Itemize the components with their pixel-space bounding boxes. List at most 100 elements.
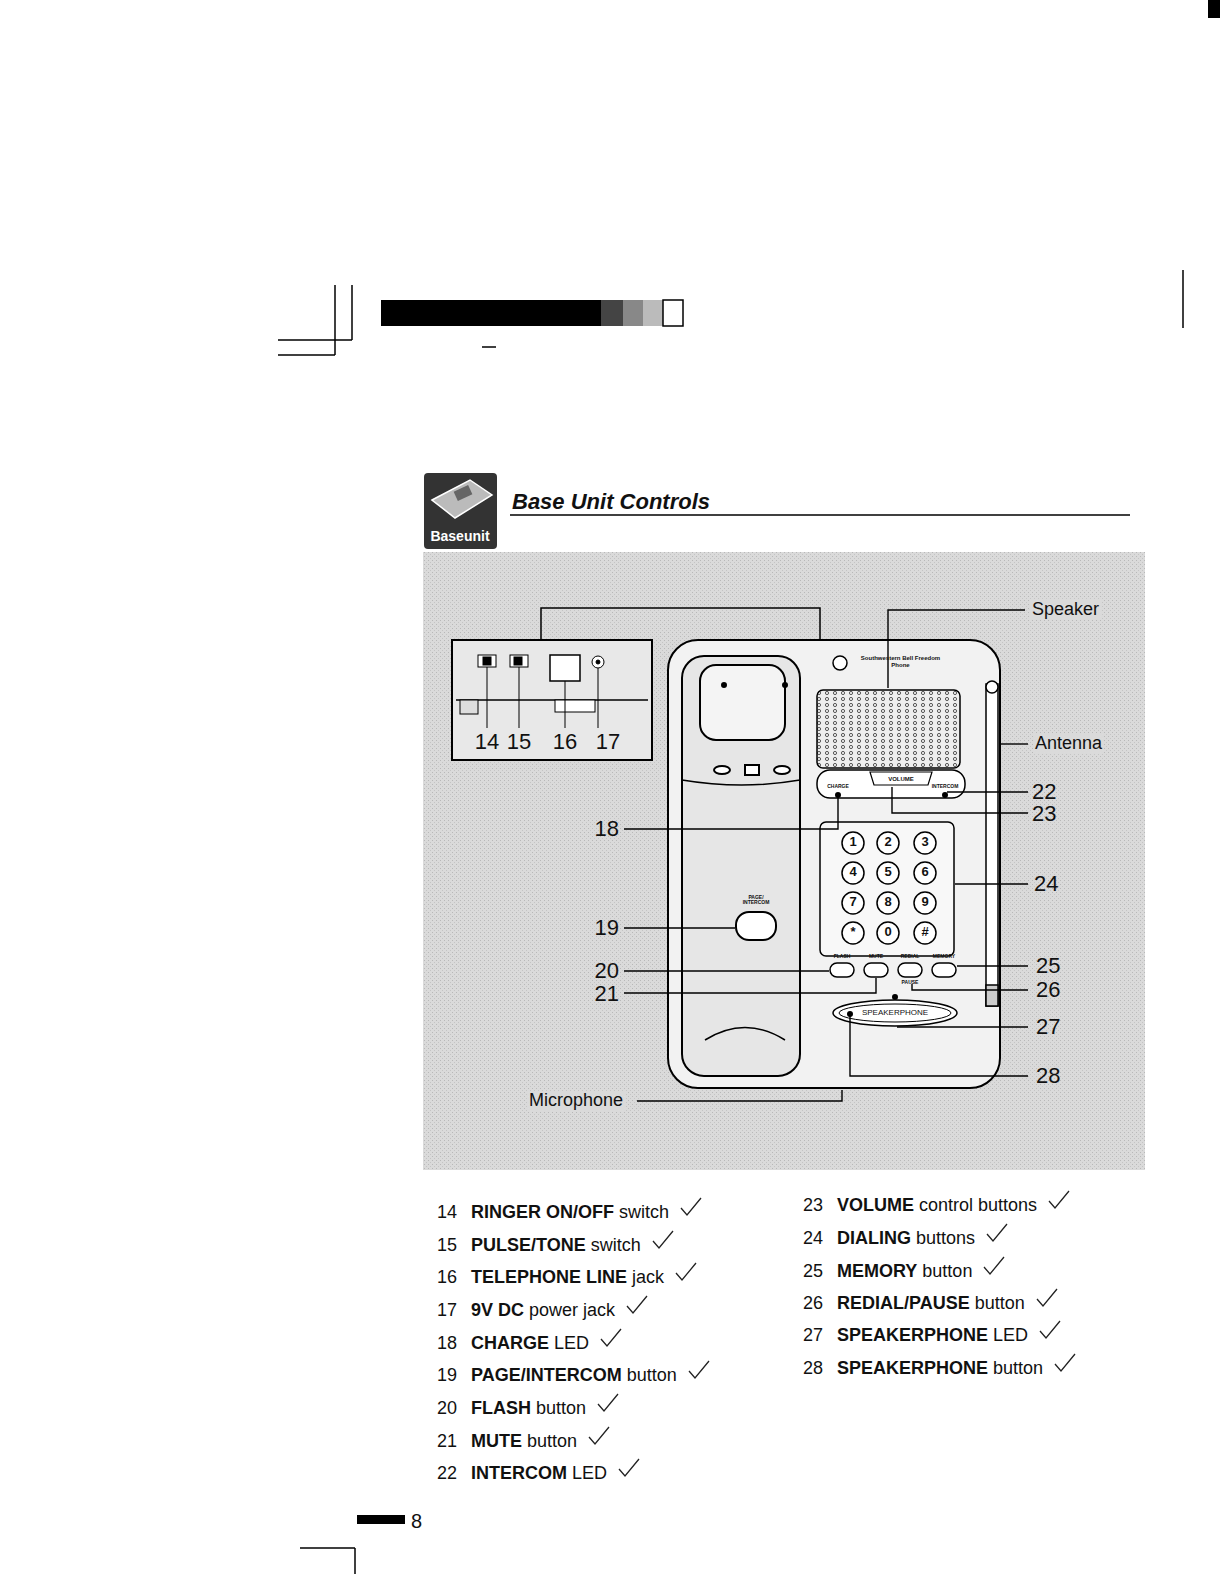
key-digit: 0 (884, 925, 891, 939)
check-mark (985, 1222, 1009, 1244)
callout-number: 28 (1036, 1064, 1060, 1088)
control-name: SPEAKERPHONE (837, 1325, 988, 1346)
photo-ground (423, 552, 1145, 1170)
control-list-item: 19PAGE/INTERCOMbutton (437, 1365, 711, 1386)
check-mark (651, 1229, 675, 1251)
callout-number: 19 (595, 916, 619, 940)
key-digit: 3 (921, 835, 928, 849)
control-name: RINGER ON/OFF (471, 1202, 614, 1223)
key-digit: 5 (884, 865, 891, 879)
control-type: button (922, 1261, 972, 1282)
control-type: LED (572, 1463, 607, 1484)
check-mark (617, 1457, 641, 1479)
control-name: MUTE (471, 1431, 522, 1452)
callout-number: 21 (595, 982, 619, 1006)
control-list-item: 20FLASHbutton (437, 1398, 620, 1419)
control-name: PAGE/INTERCOM (471, 1365, 622, 1386)
control-list-item: 25MEMORYbutton (803, 1261, 1006, 1282)
control-type: LED (993, 1325, 1028, 1346)
control-list-item: 22INTERCOMLED (437, 1463, 641, 1484)
callout-number: 26 (803, 1293, 837, 1314)
callout-number: 14 (475, 730, 499, 754)
page-marker (357, 1515, 405, 1524)
button-label: PAUSE (902, 980, 919, 986)
button-label: PAGE/ INTERCOM (738, 895, 774, 906)
callout-number: 14 (437, 1202, 471, 1223)
icon-caption: Baseunit (430, 529, 489, 544)
check-mark (982, 1255, 1006, 1277)
callout-number: 25 (1036, 954, 1060, 978)
callout-number: 15 (507, 730, 531, 754)
control-list-item: 26REDIAL/PAUSEbutton (803, 1293, 1059, 1314)
control-list-item: 16TELEPHONE LINEjack (437, 1267, 698, 1288)
part-name: Speaker (1030, 600, 1101, 620)
check-mark (1047, 1189, 1071, 1211)
control-type: LED (554, 1333, 589, 1354)
button-label: MUTE (869, 954, 883, 960)
callout-number: 28 (803, 1358, 837, 1379)
part-name: Antenna (1033, 734, 1104, 754)
control-name: MEMORY (837, 1261, 917, 1282)
button-label: SPEAKERPHONE (862, 1009, 928, 1018)
control-list-item: 27SPEAKERPHONELED (803, 1325, 1062, 1346)
key-digit: * (850, 925, 855, 939)
check-mark (596, 1392, 620, 1414)
button-label: FLASH (834, 954, 851, 960)
button-label: MEMORY (933, 954, 955, 960)
callout-number: 22 (437, 1463, 471, 1484)
check-mark (674, 1261, 698, 1283)
control-type: jack (632, 1267, 664, 1288)
control-type: control buttons (919, 1195, 1037, 1216)
base-unit-icon (424, 473, 497, 549)
corner-mark (1208, 0, 1220, 18)
phone-base (668, 640, 1000, 1088)
back-panel-inset (452, 640, 652, 760)
control-type: button (993, 1358, 1043, 1379)
check-mark (1038, 1319, 1062, 1341)
logo-text: Southwestern Bell Freedom Phone (853, 655, 948, 668)
control-list-item: 18CHARGELED (437, 1333, 623, 1354)
callout-number: 17 (596, 730, 620, 754)
control-name: PULSE/TONE (471, 1235, 586, 1256)
key-digit: # (921, 925, 928, 939)
key-digit: 9 (921, 895, 928, 909)
key-digit: 2 (884, 835, 891, 849)
part-name: Microphone (527, 1091, 625, 1111)
control-type: button (627, 1365, 677, 1386)
control-list-item: 15PULSE/TONEswitch (437, 1235, 675, 1256)
control-type: button (536, 1398, 586, 1419)
control-name: REDIAL/PAUSE (837, 1293, 970, 1314)
callout-number: 18 (595, 817, 619, 841)
key-digit: 6 (921, 865, 928, 879)
control-list-item: 24DIALINGbuttons (803, 1228, 1009, 1249)
control-list-item: 14RINGER ON/OFFswitch (437, 1202, 703, 1223)
control-type: switch (591, 1235, 641, 1256)
control-name: CHARGE (471, 1333, 549, 1354)
key-digit: 8 (884, 895, 891, 909)
button-label: CHARGE (827, 784, 849, 790)
control-type: buttons (916, 1228, 975, 1249)
control-name: FLASH (471, 1398, 531, 1419)
callout-number: 15 (437, 1235, 471, 1256)
header-bar (381, 300, 683, 326)
crop-marks (278, 270, 1183, 1574)
key-digit: 4 (849, 865, 856, 879)
callout-number: 18 (437, 1333, 471, 1354)
check-mark (679, 1196, 703, 1218)
check-mark (625, 1294, 649, 1316)
key-digit: 7 (849, 895, 856, 909)
callout-number: 27 (803, 1325, 837, 1346)
control-type: switch (619, 1202, 669, 1223)
callout-number: 17 (437, 1300, 471, 1321)
callout-number: 23 (1032, 802, 1056, 826)
check-mark (1035, 1287, 1059, 1309)
control-name: DIALING (837, 1228, 911, 1249)
control-list-item: 23VOLUMEcontrol buttons (803, 1195, 1071, 1216)
callout-number: 24 (803, 1228, 837, 1249)
callout-number: 16 (553, 730, 577, 754)
callout-number: 21 (437, 1431, 471, 1452)
control-type: button (975, 1293, 1025, 1314)
check-mark (599, 1327, 623, 1349)
leader-lines (624, 610, 1028, 1101)
control-list-item: 28SPEAKERPHONEbutton (803, 1358, 1077, 1379)
